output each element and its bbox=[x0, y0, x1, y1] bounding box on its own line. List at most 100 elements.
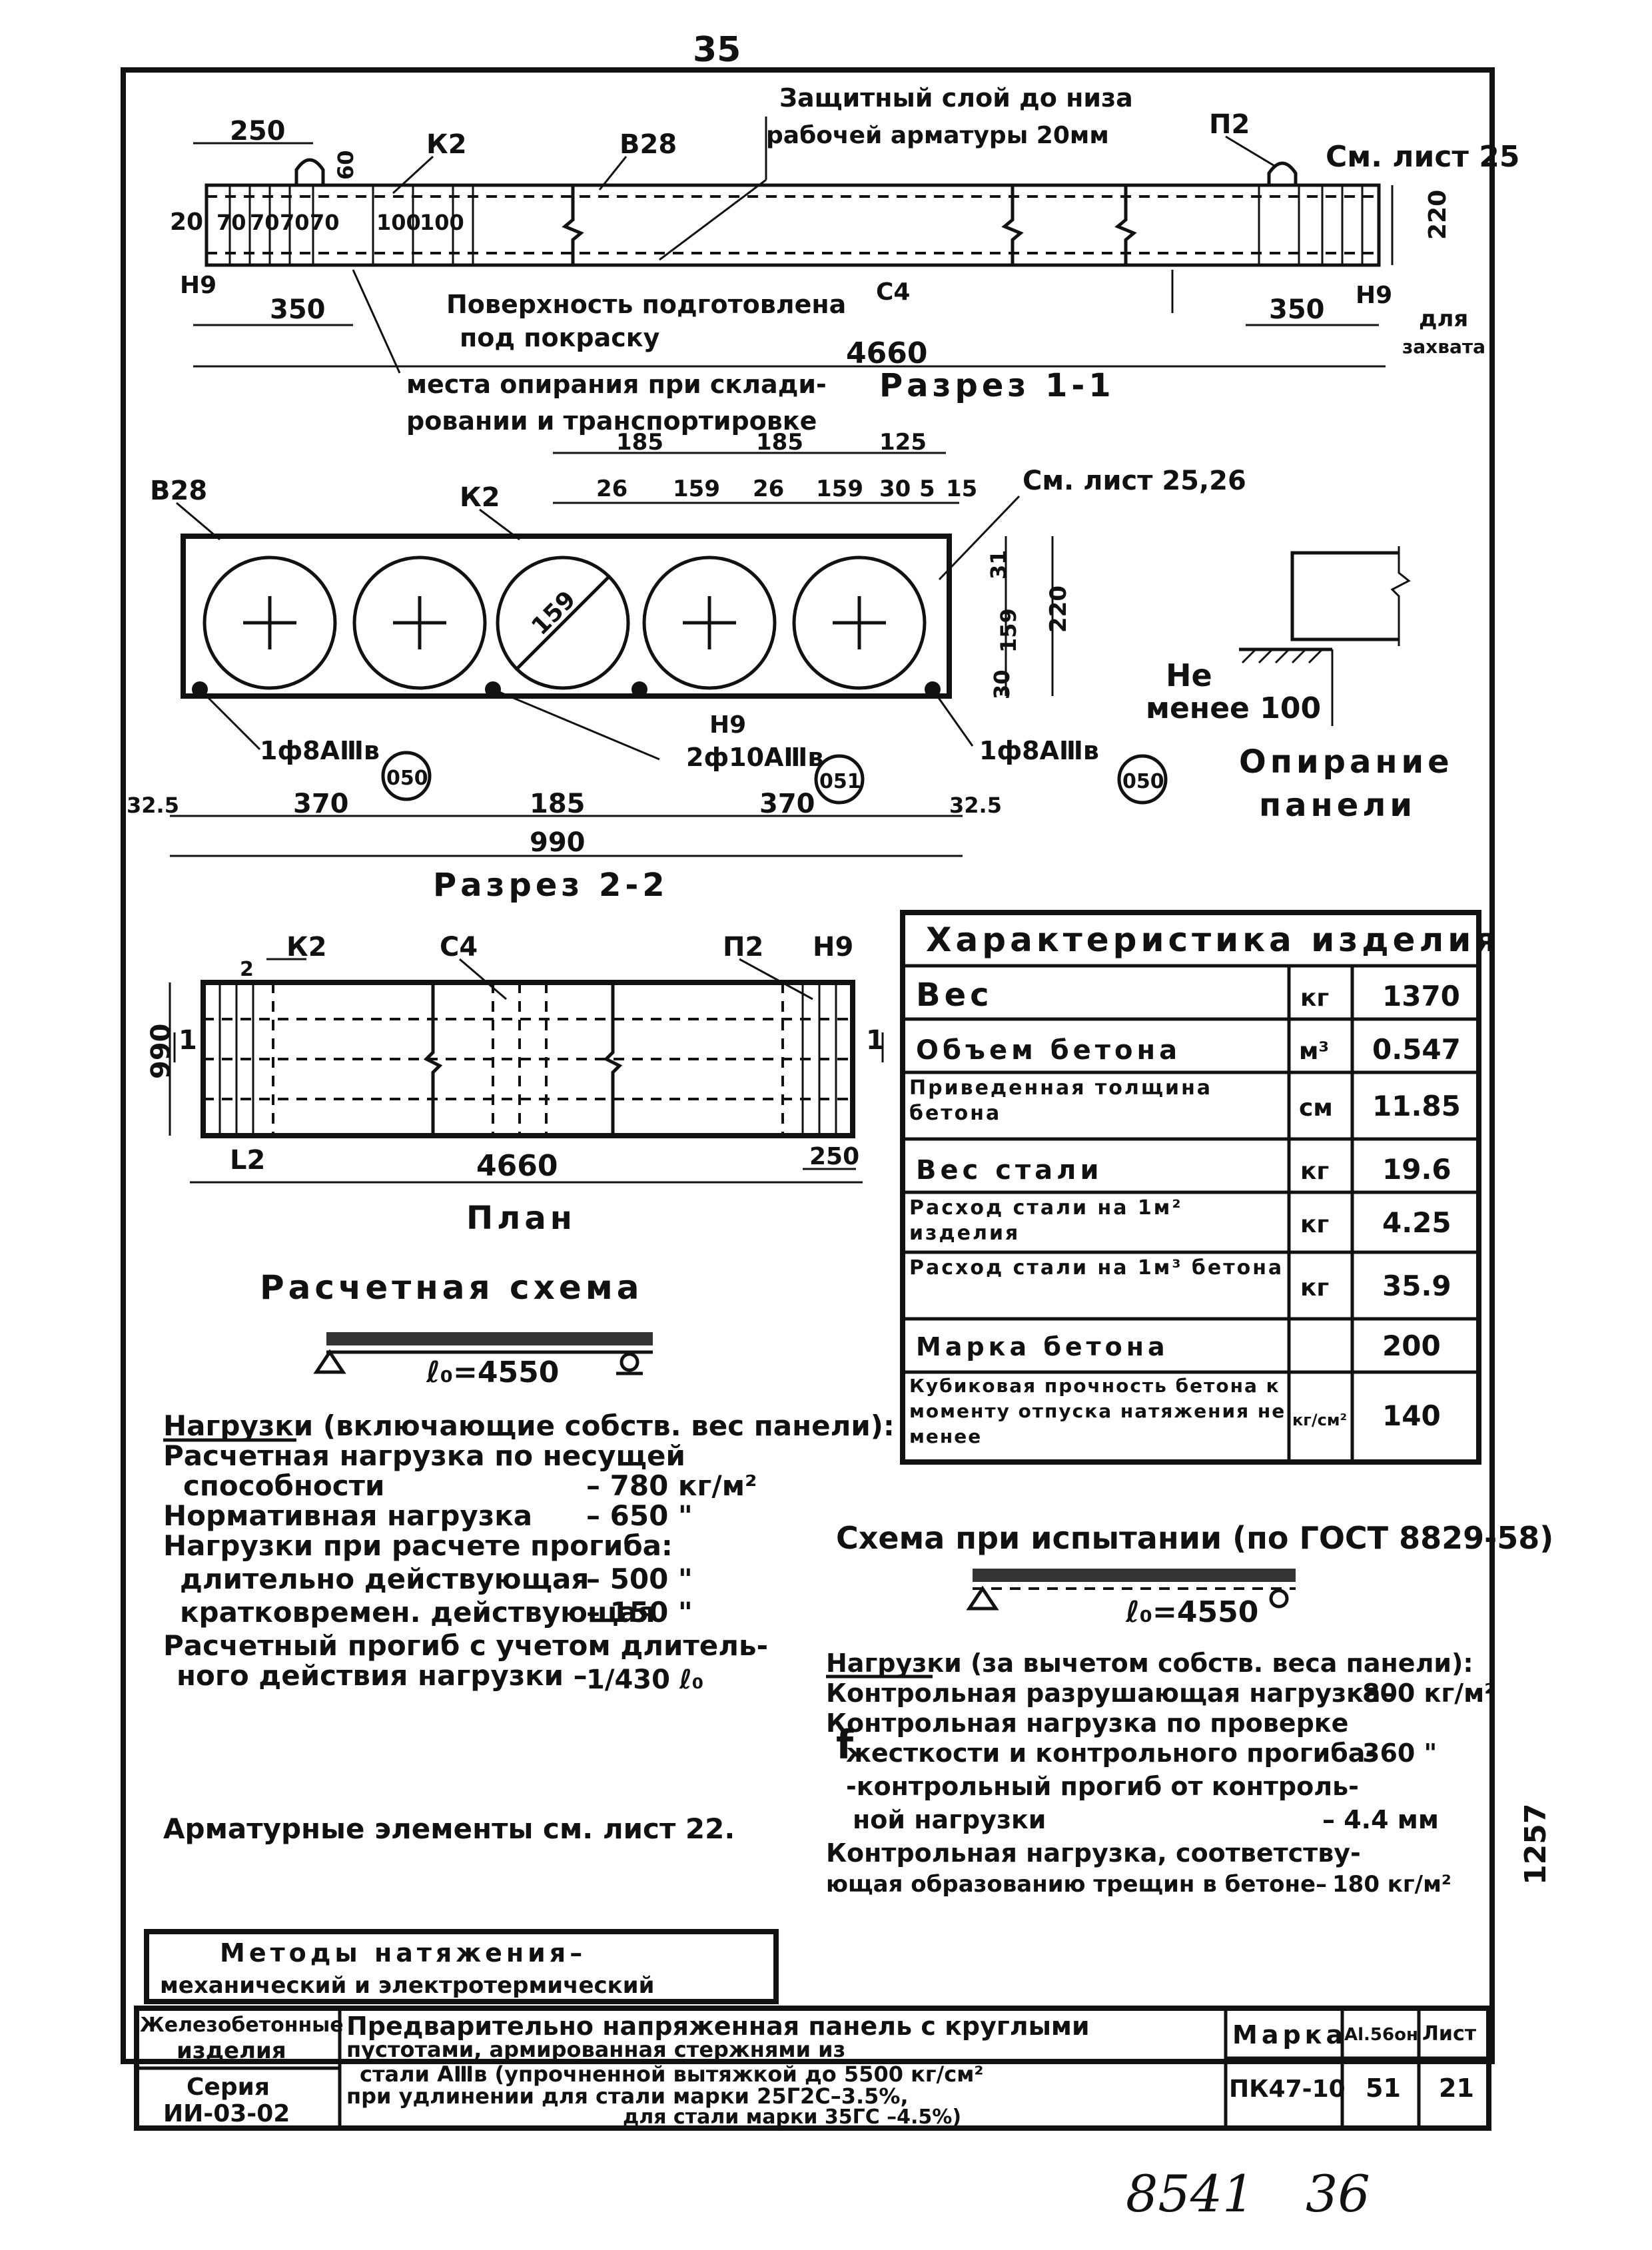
rebar-dot bbox=[631, 681, 647, 697]
label-n9: Н9 bbox=[813, 932, 853, 962]
section-mark-right: 1 bbox=[866, 1025, 885, 1056]
dim-250: 250 bbox=[230, 116, 286, 147]
support-text-2: менее 100 bbox=[1146, 691, 1321, 725]
row-value: 11.85 bbox=[1372, 1090, 1461, 1122]
dim-70: 70 bbox=[216, 210, 246, 235]
note-cover-line1: Защитный слой до низа bbox=[779, 83, 1133, 113]
cross-section-outline bbox=[181, 534, 952, 699]
rebar-note: Арматурные элементы см. лист 22. bbox=[163, 1812, 735, 1845]
section-2-2: 159 В28 К2 См. лист 25,26 Н9 185 185 125… bbox=[127, 429, 1246, 904]
load-value: – 150 " bbox=[586, 1596, 693, 1629]
handwritten-number: 8541 bbox=[1126, 2164, 1254, 2223]
dim-159: 159 bbox=[996, 608, 1021, 653]
row-name: Марка бетона bbox=[916, 1332, 1169, 1361]
label-k2: К2 bbox=[286, 932, 327, 962]
org-line2: изделия bbox=[177, 2038, 286, 2064]
support-caption-1: Опирание bbox=[1239, 743, 1453, 781]
row-unit: кг bbox=[1300, 984, 1329, 1012]
series-value: ИИ-03-02 bbox=[163, 2100, 290, 2127]
label-v28: В28 bbox=[150, 476, 207, 506]
test-line: -контрольный прогиб от контроль- bbox=[846, 1772, 1359, 1801]
section-1-1: 250 60 20 70 70 70 70 100 100 220 К2 В28… bbox=[170, 83, 1519, 436]
label-see-sheet-25: См. лист 25 bbox=[1326, 140, 1519, 174]
break-mark bbox=[1001, 185, 1024, 265]
dim-4660: 4660 bbox=[846, 336, 927, 370]
test-value: 180 кг/м² bbox=[1332, 1871, 1451, 1898]
rebar-spec-left: 1ф8АⅢв bbox=[260, 736, 380, 765]
void-2 bbox=[352, 556, 487, 690]
section-2-2-title: Разрез 2-2 bbox=[433, 867, 669, 904]
break-mark bbox=[562, 185, 584, 265]
plan-end-mesh-left bbox=[218, 982, 254, 1136]
support-roller bbox=[620, 1352, 639, 1372]
row-name-wrap: Расход стали на 1м² изделия bbox=[909, 1196, 1180, 1245]
methods-line1: Методы натяжения– bbox=[220, 1938, 586, 1968]
dim-70: 70 bbox=[310, 210, 340, 235]
load-value: – 500 " bbox=[586, 1563, 693, 1595]
note-surface-line2: под покраску bbox=[460, 323, 660, 352]
page-number: 35 bbox=[693, 30, 741, 70]
row-unit: м³ bbox=[1299, 1038, 1329, 1065]
support-pin bbox=[313, 1349, 346, 1374]
test-line: Контрольная нагрузка, соответству- bbox=[826, 1838, 1361, 1868]
dim-159: 159 bbox=[673, 476, 720, 502]
label-p2: П2 bbox=[1209, 109, 1250, 140]
test-line: жесткости и контрольного прогиба– bbox=[846, 1738, 1378, 1768]
side-number: 1257 bbox=[1519, 1804, 1553, 1885]
album-header: Al.56он bbox=[1344, 2025, 1418, 2045]
lifting-loop-left bbox=[294, 158, 325, 185]
plan-end-mesh-right bbox=[801, 982, 837, 1136]
row-value: 1370 bbox=[1382, 980, 1460, 1012]
test-line: ющая образованию трещин в бетоне– bbox=[826, 1871, 1327, 1898]
dim-990: 990 bbox=[530, 827, 586, 858]
test-loads-header: Нагрузки (за вычетом собств. веса панели… bbox=[826, 1649, 1473, 1678]
design-scheme-title: Расчетная схема bbox=[260, 1268, 643, 1307]
dim-32-5: 32.5 bbox=[127, 793, 179, 818]
dim-100: 100 bbox=[420, 210, 464, 235]
row-name-wrap: Кубиковая прочность бетона к моменту отп… bbox=[909, 1375, 1286, 1447]
note-cover-line2: рабочей арматуры 20мм bbox=[766, 122, 1109, 149]
mark-circle bbox=[1117, 754, 1168, 805]
test-scheme-title: Схема при испытании (по ГОСТ 8829-58) bbox=[836, 1520, 1553, 1556]
load-value: 1/430 ℓ₀ bbox=[586, 1665, 703, 1695]
panel-elevation-outline bbox=[205, 183, 1381, 267]
load-line: кратковремен. действующая bbox=[180, 1596, 655, 1629]
methods-line2: механический и электротермический bbox=[160, 1972, 654, 1999]
dim-159: 159 bbox=[816, 476, 863, 502]
row-value: 35.9 bbox=[1382, 1270, 1451, 1302]
rebar-spec-center: 2ф10АⅢв bbox=[686, 743, 823, 772]
dim-30: 30 bbox=[989, 669, 1015, 699]
dim-159-diameter: 159 bbox=[526, 586, 581, 641]
row-value: 0.547 bbox=[1372, 1033, 1461, 1066]
hatch bbox=[1241, 648, 1324, 664]
dim-31: 31 bbox=[986, 550, 1011, 579]
row-unit: кг bbox=[1300, 1274, 1329, 1302]
label-see-sheet-25-26: См. лист 25,26 bbox=[1023, 466, 1246, 496]
load-line: длительно действующая bbox=[180, 1563, 589, 1595]
dim-350: 350 bbox=[1269, 294, 1325, 325]
note-surface-line1: Поверхность подготовлена bbox=[446, 290, 846, 319]
dim-32-5: 32.5 bbox=[949, 793, 1002, 818]
mark-050: 050 bbox=[1122, 770, 1164, 793]
deflection-symbol: f bbox=[836, 1722, 854, 1768]
mark-050: 050 bbox=[386, 767, 428, 790]
row-name: Кубиковая прочность бетона к моменту отп… bbox=[909, 1375, 1286, 1447]
row-name: Вес стали bbox=[916, 1155, 1102, 1186]
dim-4660: 4660 bbox=[476, 1149, 558, 1183]
album-value: 51 bbox=[1366, 2073, 1401, 2103]
label-k2: К2 bbox=[426, 129, 467, 160]
row-unit: кг bbox=[1300, 1211, 1329, 1238]
mark-value: ПК47-10 bbox=[1229, 2075, 1346, 2103]
dim-250: 250 bbox=[809, 1143, 859, 1170]
test-line: Контрольная разрушающая нагрузка– bbox=[826, 1679, 1394, 1708]
break-mark bbox=[1114, 185, 1137, 265]
test-scheme: Схема при испытании (по ГОСТ 8829-58) ℓ₀… bbox=[826, 1520, 1553, 1898]
lifting-loop-right bbox=[1267, 161, 1298, 185]
plan-title: План bbox=[466, 1200, 576, 1237]
label-c4: С4 bbox=[876, 278, 910, 306]
dim-70: 70 bbox=[250, 210, 280, 235]
dim-220: 220 bbox=[1424, 190, 1451, 240]
desc-line4: при удлинении для стали марки 25Г2С–3.5%… bbox=[346, 2083, 909, 2109]
row-value: 4.25 bbox=[1382, 1206, 1451, 1239]
dim-15: 15 bbox=[946, 476, 977, 502]
